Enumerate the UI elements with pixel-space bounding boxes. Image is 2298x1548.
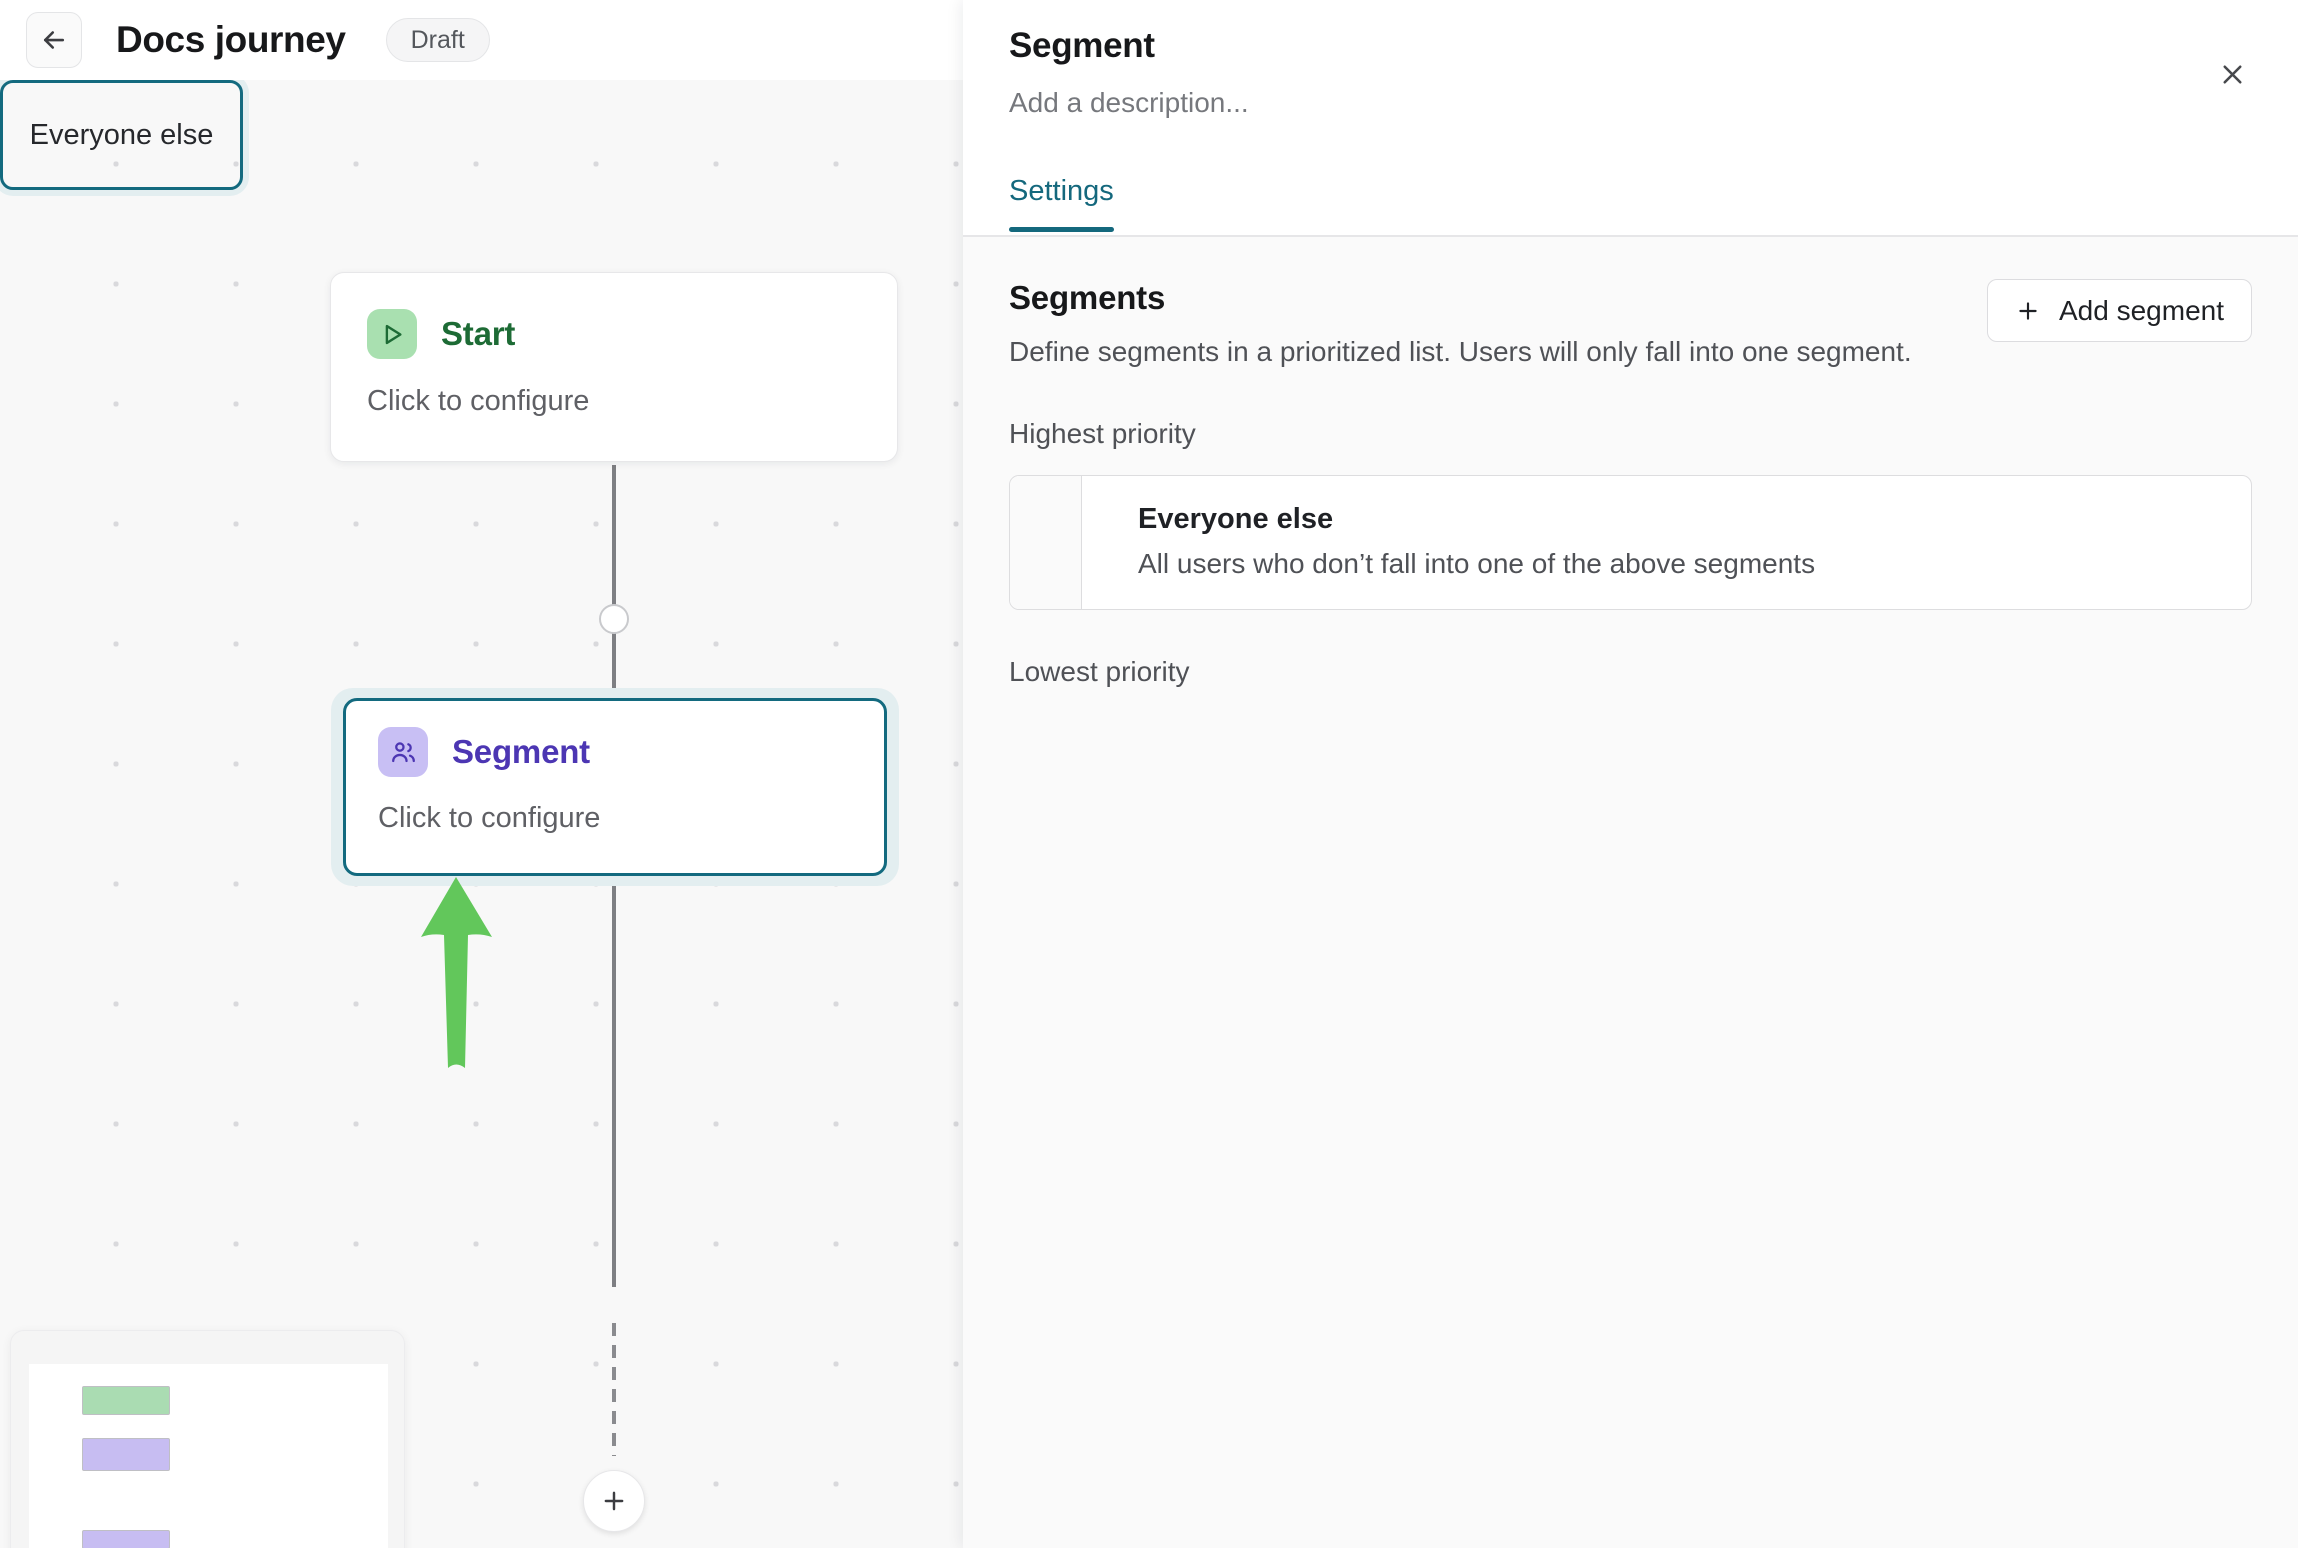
- plus-icon: [600, 1487, 628, 1515]
- minimap-node-segment: [82, 1438, 170, 1471]
- add-segment-button[interactable]: Add segment: [1987, 279, 2252, 342]
- flow-node-segment-title: Segment: [452, 733, 590, 770]
- lowest-priority-label: Lowest priority: [1009, 656, 1190, 687]
- segment-list-item-content: Everyone else All users who don’t fall i…: [1082, 476, 2251, 609]
- panel-body: Segments Define segments in a prioritize…: [963, 237, 2298, 1548]
- connector-start-to-segment-lower: [612, 626, 616, 698]
- panel-description-input[interactable]: Add a description...: [1009, 87, 1249, 118]
- play-icon: [367, 309, 417, 359]
- flow-node-segment-header: Segment: [378, 727, 852, 777]
- canvas-minimap[interactable]: [10, 1330, 405, 1548]
- segment-list-item-title: Everyone else: [1138, 503, 1334, 535]
- flow-node-start-subtitle: Click to configure: [367, 385, 590, 417]
- close-icon: [2217, 59, 2248, 90]
- segments-section-title: Segments: [1009, 279, 1166, 316]
- tab-settings-label: Settings: [1009, 175, 1114, 207]
- flow-node-start-title: Start: [441, 315, 516, 352]
- arrow-left-icon: [39, 25, 69, 55]
- segments-section-header: Segments Define segments in a prioritize…: [1009, 279, 2252, 369]
- segments-section-description: Define segments in a prioritized list. U…: [1009, 336, 1912, 367]
- connector-segment-to-branch: [612, 876, 616, 1287]
- status-badge: Draft: [385, 18, 490, 62]
- panel-title: Segment: [1009, 26, 1155, 65]
- connector-branch-to-add: [612, 1323, 616, 1456]
- connector-start-to-segment-upper: [612, 465, 616, 621]
- flow-node-everyone-else[interactable]: Everyone else: [0, 80, 243, 190]
- close-panel-button[interactable]: [2204, 46, 2260, 102]
- annotation-arrow-up-icon: [421, 877, 492, 1068]
- journey-topbar: Docs journey Draft: [0, 0, 963, 80]
- flow-canvas[interactable]: Start Click to configure Se: [0, 80, 963, 1548]
- flow-node-segment[interactable]: Segment Click to configure: [343, 698, 887, 876]
- minimap-node-everyone-else: [82, 1530, 170, 1548]
- flow-node-start[interactable]: Start Click to configure: [330, 272, 898, 462]
- back-button[interactable]: [26, 12, 82, 68]
- minimap-viewport: [29, 1364, 388, 1548]
- connector-handle-dot[interactable]: [599, 604, 629, 634]
- segment-list-item[interactable]: Everyone else All users who don’t fall i…: [1009, 475, 2252, 610]
- segment-settings-panel: Segment Add a description... Settings Se…: [963, 0, 2298, 1548]
- canvas-pane: Docs journey Draft Start Click to: [0, 0, 963, 1548]
- flow-node-start-header: Start: [367, 309, 861, 359]
- flow-node-segment-subtitle: Click to configure: [378, 802, 601, 834]
- segments-section-text: Segments Define segments in a prioritize…: [1009, 279, 1912, 369]
- add-step-button[interactable]: [583, 1470, 645, 1532]
- plus-icon: [2015, 298, 2041, 324]
- panel-tabs: Settings: [963, 175, 2298, 237]
- panel-header: Segment Add a description...: [963, 0, 2298, 175]
- tab-settings[interactable]: Settings: [1009, 175, 1114, 232]
- add-segment-button-label: Add segment: [2059, 294, 2224, 326]
- users-icon: [378, 727, 428, 777]
- flow-node-everyone-else-label: Everyone else: [29, 118, 214, 151]
- page-title: Docs journey: [116, 19, 346, 60]
- segment-drag-handle[interactable]: [1010, 476, 1082, 609]
- segment-list-item-subtitle: All users who don’t fall into one of the…: [1138, 548, 1816, 579]
- highest-priority-label: Highest priority: [1009, 418, 1196, 449]
- minimap-node-start: [82, 1386, 170, 1415]
